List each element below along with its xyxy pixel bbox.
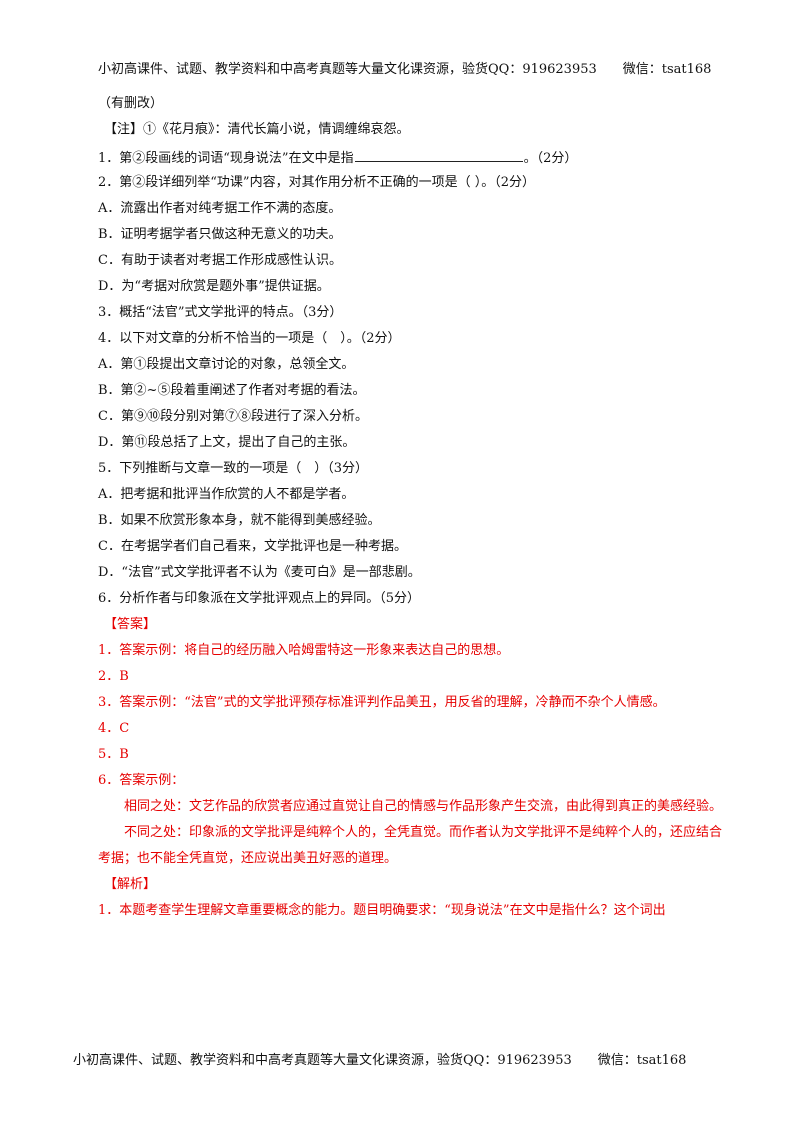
answer-line: 1．答案示例：将自己的经历融入哈姆雷特这一形象来表达自己的思想。	[98, 643, 510, 658]
question-line: C．第⑨⑩段分别对第⑦⑧段进行了深入分析。	[98, 409, 368, 424]
question-line: B．证明考据学者只做这种无意义的功夫。	[98, 227, 342, 242]
answer-line: 3．答案示例：“法官”式的文学批评预存标准评判作品美丑，用反省的理解，冷静而不杂…	[98, 695, 666, 710]
question-line: A．流露出作者对纯考据工作不满的态度。	[98, 201, 342, 216]
question-line: 4．以下对文章的分析不恰当的一项是（ ）。（2分）	[98, 331, 401, 346]
answer-6-line: 考据；也不能全凭直觉，还应说出美丑好恶的道理。	[98, 851, 398, 866]
question-line: D．为“考据对欣赏是题外事”提供证据。	[98, 279, 330, 294]
answer-line: 2．B	[98, 669, 129, 684]
question-1-text: 1．第②段画线的词语“现身说法”在文中是指	[98, 151, 354, 166]
question-line: D．第⑪段总括了上文，提出了自己的主张。	[98, 435, 356, 450]
answer-line: 5．B	[98, 747, 129, 762]
question-line: B．如果不欣赏形象本身，就不能得到美感经验。	[98, 513, 381, 528]
analysis-line: 1．本题考查学生理解文章重要概念的能力。题目明确要求：“现身说法”在文中是指什么…	[98, 903, 666, 918]
question-line: 2．第②段详细列举“功课”内容，对其作用分析不正确的一项是（ ）。（2分）	[98, 175, 535, 190]
answer-6-line: 相同之处：文艺作品的欣赏者应通过直觉让自己的情感与作品形象产生交流，由此得到真正…	[124, 799, 723, 814]
question-line: A．第①段提出文章讨论的对象，总领全文。	[98, 357, 355, 372]
page-header: 小初高课件、试题、教学资料和中高考真题等大量文化课资源，验货QQ：9196239…	[98, 62, 712, 77]
answer-line: 6．答案示例：	[98, 773, 185, 788]
answer-line: 4．C	[98, 721, 130, 736]
page-footer: 小初高课件、试题、教学资料和中高考真题等大量文化课资源，验货QQ：9196239…	[73, 1053, 687, 1068]
question-line: 3．概括“法官”式文学批评的特点。（3分）	[98, 305, 343, 320]
annotation: 【注】①《花月痕》：清代长篇小说，情调缠绵哀怨。	[104, 122, 410, 137]
question-line: B．第②~⑤段着重阐述了作者对考据的看法。	[98, 383, 366, 398]
answer-heading: 【答案】	[104, 617, 157, 632]
analysis-heading: 【解析】	[104, 877, 157, 892]
question-line: D．“法官”式文学批评者不认为《麦可白》是一部悲剧。	[98, 565, 421, 580]
question-line: A．把考据和批评当作欣赏的人不都是学者。	[98, 487, 355, 502]
question-1: 1．第②段画线的词语“现身说法”在文中是指 。（2分）	[98, 149, 577, 167]
question-line: 5．下列推断与文章一致的一项是（ ）（3分）	[98, 461, 369, 476]
question-line: C．在考据学者们自己看来，文学批评也是一种考据。	[98, 539, 407, 554]
question-line: C．有助于读者对考据工作形成感性认识。	[98, 253, 342, 268]
source-note: （有删改）	[98, 96, 164, 111]
question-1-points: 。（2分）	[523, 151, 578, 166]
question-line: 6．分析作者与印象派在文学批评观点上的异同。（5分）	[98, 591, 421, 606]
answer-6-line: 不同之处：印象派的文学批评是纯粹个人的，全凭直觉。而作者认为文学批评不是纯粹个人…	[124, 825, 723, 840]
answer-blank	[354, 149, 523, 162]
